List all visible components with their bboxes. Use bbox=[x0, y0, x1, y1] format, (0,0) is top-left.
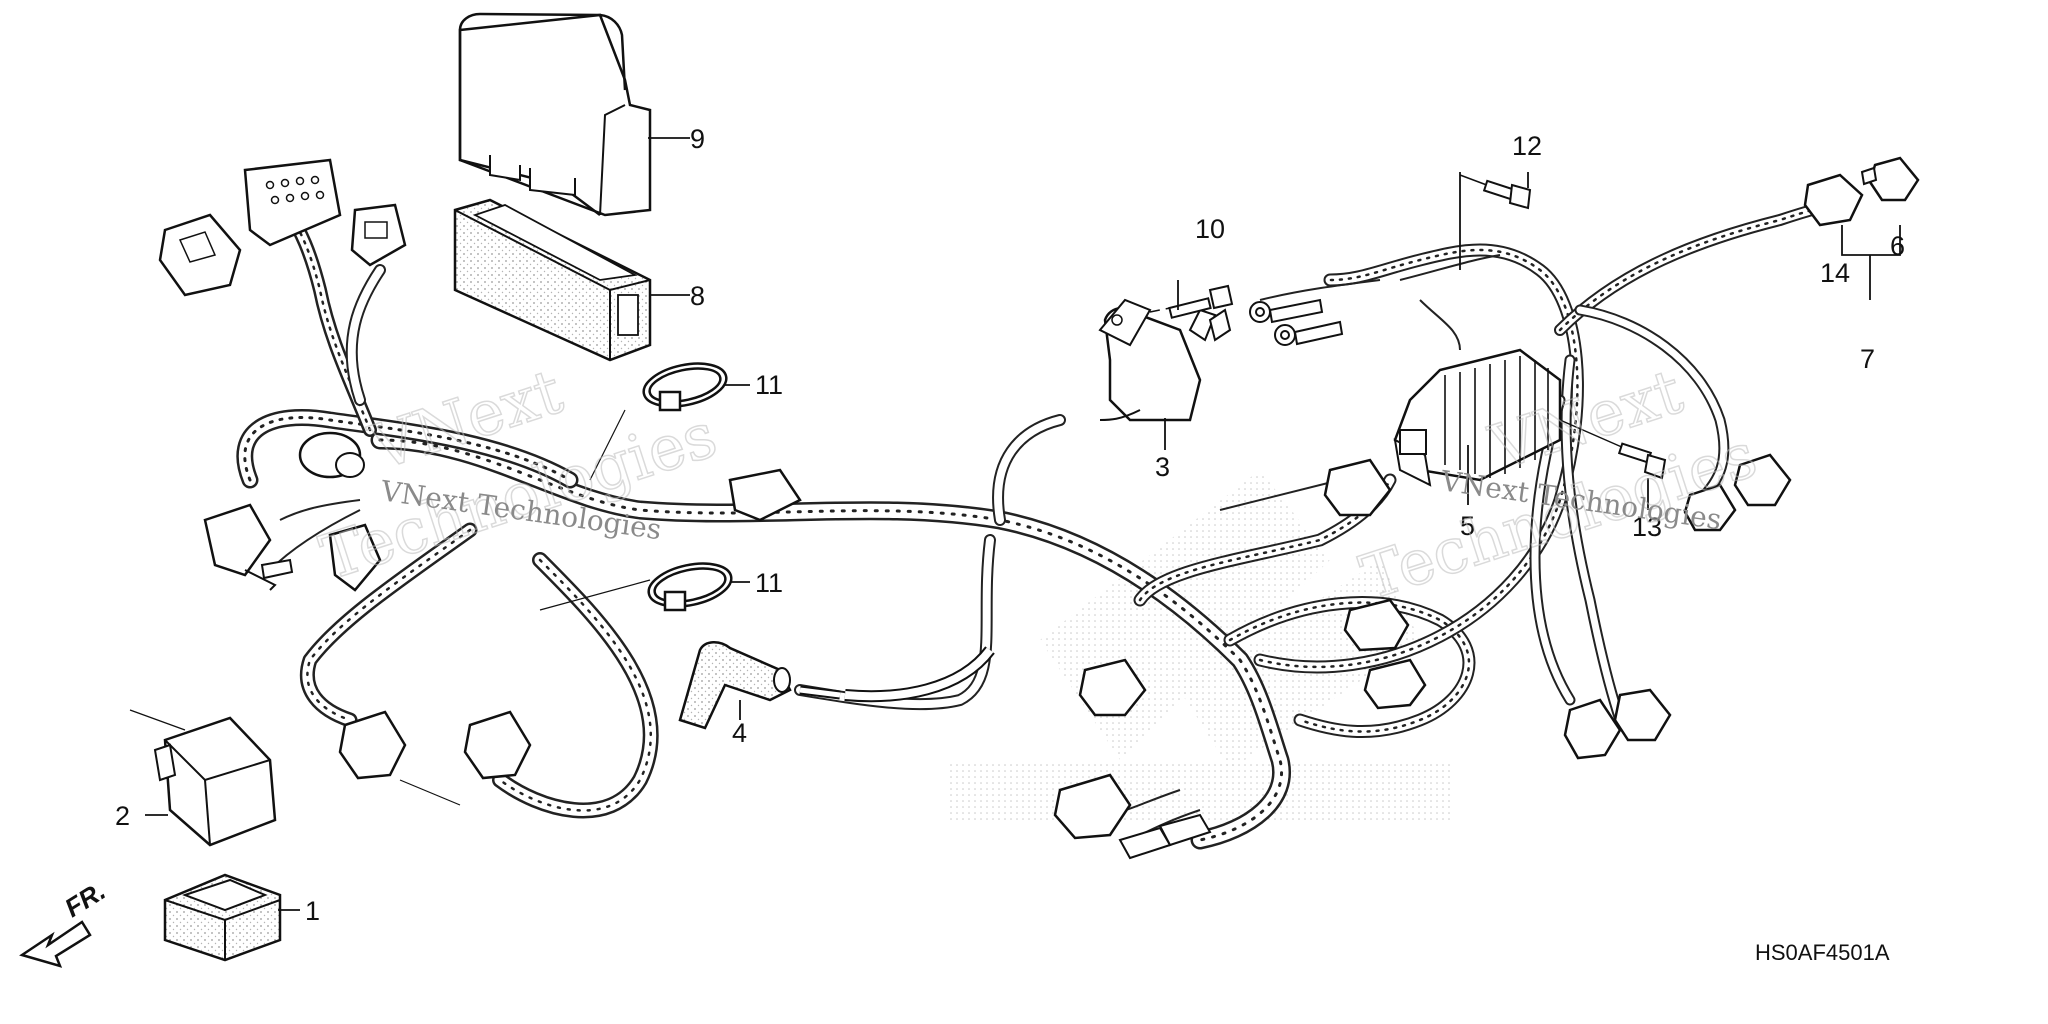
diagram-reference-code: HS0AF4501A bbox=[1755, 940, 1890, 965]
connector-center-lower[interactable] bbox=[1053, 658, 1212, 860]
callout-3: 3 bbox=[1155, 452, 1170, 482]
part-12-bolt[interactable] bbox=[1459, 174, 1532, 210]
part-1-rubber-cover[interactable] bbox=[163, 873, 282, 962]
callout-7: 7 bbox=[1860, 344, 1875, 374]
callout-11-lower: 11 bbox=[755, 568, 783, 598]
connector-right-b[interactable] bbox=[1683, 483, 1737, 532]
part-8-rubber-holder[interactable] bbox=[453, 198, 652, 362]
part-2-relay[interactable] bbox=[153, 716, 277, 847]
connector-lower-left[interactable] bbox=[338, 710, 532, 780]
connector-right-a[interactable] bbox=[1733, 453, 1792, 507]
callout-10: 10 bbox=[1195, 214, 1225, 244]
connector-right-c[interactable] bbox=[1563, 698, 1622, 760]
terminal-plug-left[interactable] bbox=[260, 558, 294, 580]
callout-5: 5 bbox=[1460, 511, 1475, 541]
part-4-plug-cap[interactable] bbox=[678, 641, 995, 730]
front-direction-arrow-icon bbox=[19, 920, 92, 968]
part-14-connector[interactable] bbox=[1803, 173, 1864, 227]
watermark-left: VNext Technologies bbox=[311, 354, 725, 595]
callout-13: 13 bbox=[1632, 512, 1662, 542]
main-wire-harness bbox=[236, 194, 1856, 850]
callout-4: 4 bbox=[732, 718, 747, 748]
callout-11-upper: 11 bbox=[755, 370, 783, 400]
connector-right-d[interactable] bbox=[1613, 688, 1672, 742]
part-6-connector[interactable] bbox=[1860, 156, 1920, 202]
front-direction-label: FR. bbox=[59, 875, 110, 923]
callout-leaders bbox=[145, 137, 1901, 911]
main-multi-pin-connector[interactable] bbox=[243, 158, 342, 247]
callout-9: 9 bbox=[690, 124, 705, 154]
part-13-bolt[interactable] bbox=[1559, 419, 1667, 480]
coupler-connector-mid-left[interactable] bbox=[203, 503, 382, 592]
callout-8: 8 bbox=[690, 281, 705, 311]
callout-14: 14 bbox=[1820, 258, 1850, 288]
part-9-control-module[interactable] bbox=[458, 12, 652, 217]
ring-terminals[interactable] bbox=[1249, 298, 1344, 346]
part-11-band-lower[interactable] bbox=[645, 557, 735, 614]
callout-6: 6 bbox=[1890, 231, 1905, 261]
callout-2: 2 bbox=[115, 801, 130, 831]
connector-center-right[interactable] bbox=[1323, 458, 1427, 710]
dashed-guides bbox=[129, 409, 651, 806]
coupler-connector-left[interactable] bbox=[158, 213, 242, 297]
small-square-connector-top[interactable] bbox=[350, 203, 407, 267]
part-10-bolt[interactable] bbox=[1149, 284, 1234, 319]
callout-1: 1 bbox=[305, 896, 320, 926]
part-3-starter-relay[interactable] bbox=[1098, 298, 1232, 422]
clip-connector-center[interactable] bbox=[728, 468, 802, 522]
callout-12: 12 bbox=[1512, 131, 1542, 161]
part-5-regulator-rectifier[interactable] bbox=[1393, 348, 1562, 487]
round-connector-left[interactable] bbox=[298, 431, 365, 479]
part-11-band-upper[interactable] bbox=[640, 357, 730, 414]
